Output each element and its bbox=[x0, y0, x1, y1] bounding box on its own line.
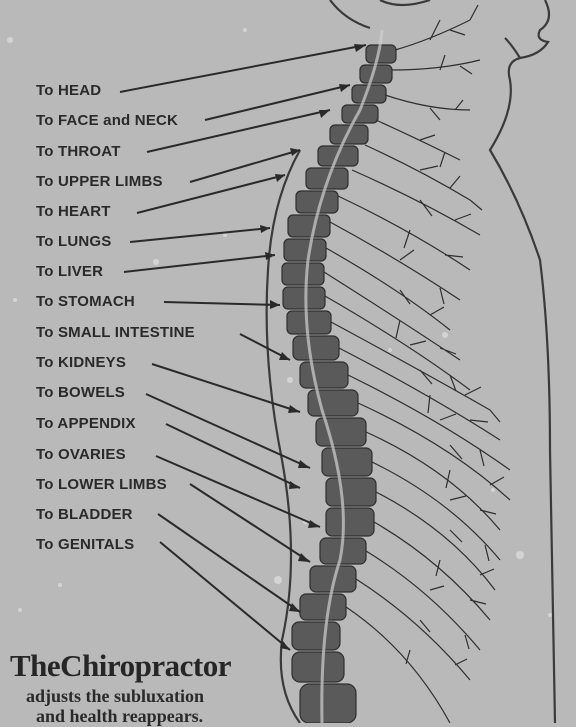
caption-line-1: adjusts the subluxation bbox=[26, 686, 204, 707]
label-genitals: To GENITALS bbox=[36, 536, 134, 553]
label-stomach: To STOMACH bbox=[36, 293, 135, 310]
label-kidneys: To KIDNEYS bbox=[36, 354, 126, 371]
label-lower-limbs: To LOWER LIMBS bbox=[36, 476, 167, 493]
label-head: To HEAD bbox=[36, 82, 101, 99]
label-heart: To HEART bbox=[36, 203, 111, 220]
label-liver: To LIVER bbox=[36, 263, 103, 280]
label-throat: To THROAT bbox=[36, 143, 121, 160]
caption-line-2: and health reappears. bbox=[36, 706, 203, 727]
label-appendix: To APPENDIX bbox=[36, 415, 136, 432]
label-small-intestine: To SMALL INTESTINE bbox=[36, 324, 195, 341]
label-bladder: To BLADDER bbox=[36, 506, 133, 523]
label-upper-limbs: To UPPER LIMBS bbox=[36, 173, 163, 190]
label-ovaries: To OVARIES bbox=[36, 446, 126, 463]
label-face-neck: To FACE and NECK bbox=[36, 112, 178, 129]
caption-title: TheChiropractor bbox=[10, 648, 231, 684]
label-bowels: To BOWELS bbox=[36, 384, 125, 401]
label-lungs: To LUNGS bbox=[36, 233, 111, 250]
